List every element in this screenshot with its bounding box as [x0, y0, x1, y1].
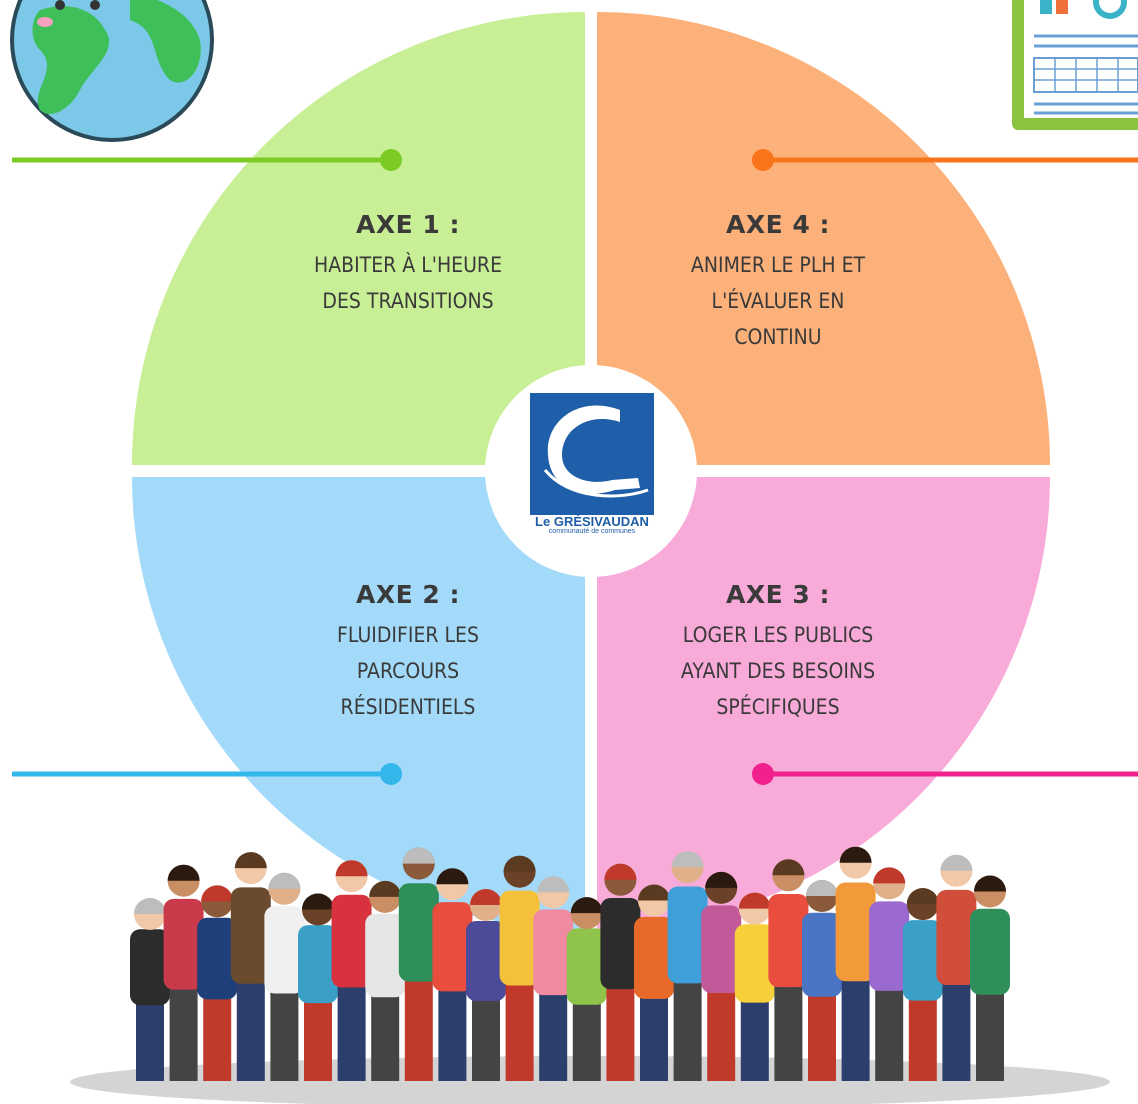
axe3-line-2: AYANT DES BESOINS — [680, 659, 876, 683]
axe1-line-2: DES TRANSITIONS — [322, 289, 494, 313]
crowd-person — [566, 897, 607, 1081]
crowd-person — [398, 847, 439, 1081]
crowd-person — [902, 888, 943, 1081]
axe1-connector — [12, 149, 402, 171]
crowd-person — [936, 854, 977, 1081]
crowd-illustration — [70, 846, 1110, 1104]
crowd-person — [432, 868, 473, 1081]
axe2-title: AXE 2 : — [355, 580, 460, 609]
crowd-person — [701, 871, 742, 1081]
crowd-person — [970, 875, 1010, 1081]
crowd-person — [130, 898, 170, 1081]
crowd-person — [600, 863, 641, 1081]
axe2-line-3: RÉSIDENTIELS — [340, 695, 476, 719]
crowd-person — [768, 859, 809, 1081]
crowd-person — [634, 884, 674, 1081]
axe4-quadrant — [597, 12, 1050, 465]
axe4-label: AXE 4 : ANIMER LE PLH ET L'ÉVALUER EN CO… — [628, 210, 928, 355]
logo-wordmark: Le GRÉSIVAUDAN communauté de communes — [527, 514, 657, 535]
crowd-person — [466, 889, 506, 1081]
axe4-title: AXE 4 : — [725, 210, 830, 239]
crowd-person — [298, 893, 338, 1081]
axe1-quadrant — [132, 12, 585, 465]
axe1-line-1: HABITER À L'HEURE — [313, 253, 503, 277]
axe3-connector — [752, 763, 1138, 785]
logo-name: Le GRÉSIVAUDAN — [535, 514, 649, 529]
crowd-person — [667, 851, 708, 1081]
axe3-quadrant — [597, 477, 1050, 930]
crowd-person — [802, 880, 842, 1081]
axe1-title: AXE 1 : — [355, 210, 460, 239]
axe4-line-2: L'ÉVALUER EN — [711, 289, 845, 313]
axe2-line-1: FLUIDIFIER LES — [336, 623, 480, 647]
axe2-line-2: PARCOURS — [356, 659, 460, 683]
crowd-person — [365, 880, 406, 1081]
crowd-person — [533, 876, 574, 1081]
crowd-person — [197, 885, 238, 1081]
axe3-title: AXE 3 : — [725, 580, 830, 609]
axe3-label: AXE 3 : LOGER LES PUBLICS AYANT DES BESO… — [628, 580, 928, 725]
crowd-person — [869, 867, 910, 1081]
logo-badge — [485, 365, 697, 577]
crowd-person — [230, 852, 271, 1081]
axe3-line-1: LOGER LES PUBLICS — [682, 623, 874, 647]
axe2-label: AXE 2 : FLUIDIFIER LES PARCOURS RÉSIDENT… — [258, 580, 558, 725]
axe2-connector — [12, 763, 402, 785]
crowd-person — [835, 846, 876, 1081]
crowd-person — [734, 892, 775, 1081]
crowd-person — [163, 864, 204, 1081]
axe4-line-1: ANIMER LE PLH ET — [690, 253, 866, 277]
logo-subtitle: communauté de communes — [548, 528, 636, 535]
axe1-label: AXE 1 : HABITER À L'HEURE DES TRANSITION… — [258, 210, 558, 319]
axe4-connector — [752, 149, 1138, 171]
crowd-person — [264, 872, 305, 1081]
crowd-person — [499, 855, 540, 1081]
axe2-quadrant — [132, 477, 585, 930]
globe-illustration — [10, 0, 214, 142]
report-illustration — [1012, 0, 1138, 130]
crowd-person — [331, 860, 372, 1081]
axe3-line-3: SPÉCIFIQUES — [716, 695, 840, 719]
axe4-line-3: CONTINU — [734, 325, 822, 349]
